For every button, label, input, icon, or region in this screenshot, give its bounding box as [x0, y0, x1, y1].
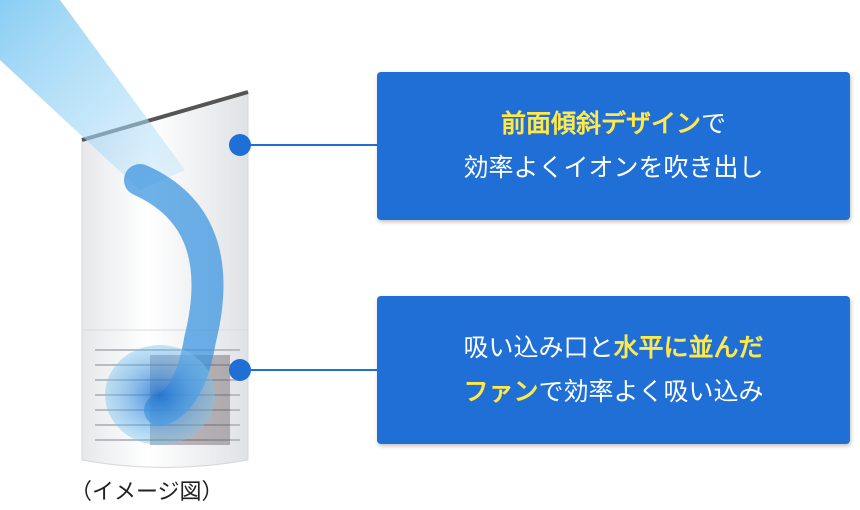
- callout-line: ファンで効率よく吸い込み: [463, 370, 763, 414]
- ion-beam: [0, 0, 185, 190]
- callout-text: 効率よくイオンを吹き出し: [463, 153, 764, 182]
- callout-line: 吸い込み口と水平に並んだ: [463, 326, 763, 370]
- callout-box-horizontal-fan: 吸い込み口と水平に並んだ ファンで効率よく吸い込み: [377, 296, 850, 444]
- highlight-text: ファン: [463, 377, 539, 406]
- callout-line: 前面傾斜デザインで: [501, 102, 726, 146]
- highlight-text: 前面傾斜デザイン: [500, 109, 701, 138]
- callout-dot-top: [229, 134, 251, 156]
- callout-box-slanted-design: 前面傾斜デザインで 効率よくイオンを吹き出し: [377, 72, 850, 220]
- highlight-text: 水平に並んだ: [613, 333, 764, 362]
- connectors: [240, 144, 377, 371]
- callout-text: で: [701, 109, 727, 138]
- callout-dot-bottom: [229, 359, 251, 381]
- callout-text: 吸い込み口と: [463, 333, 614, 362]
- callout-text: で効率よく吸い込み: [538, 377, 764, 406]
- image-caption: （イメージ図）: [70, 480, 224, 505]
- fan-swirl: [105, 345, 215, 445]
